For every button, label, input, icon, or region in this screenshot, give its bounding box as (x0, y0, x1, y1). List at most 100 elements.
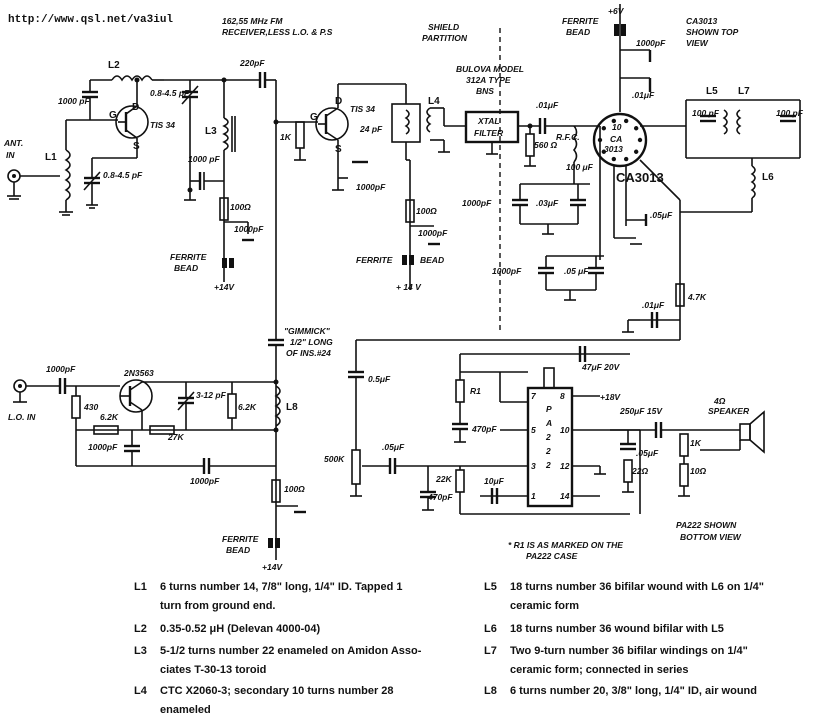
r-100-lo (271, 479, 281, 503)
pa222-pin-number: 7 (531, 391, 537, 401)
ca3013-pin (601, 126, 607, 131)
note-id: L1 (134, 581, 147, 593)
note-id: L2 (134, 623, 147, 635)
pa222-pin-number: 1 (531, 491, 536, 501)
pa222-chip-label: PA222 (545, 404, 552, 470)
ferrite-bead-1 (222, 258, 227, 268)
supply-14v-2: + 14 V (396, 282, 422, 292)
ca3013-pin (633, 126, 639, 131)
r-27k-label: 27K (167, 432, 184, 442)
c-1000pf-8: 1000pF (636, 38, 666, 48)
supply-14v-1: +14V (214, 282, 235, 292)
note-text: 18 turns number 36 wound bifilar with L5 (510, 623, 724, 635)
supply-14v-3: +14V (262, 562, 283, 572)
r-100-1 (219, 197, 229, 221)
tis34-2-g: G (310, 112, 318, 123)
source-url: http://www.qsl.net/va3iul (8, 14, 173, 26)
ferrite-1-b: BEAD (174, 263, 198, 273)
tis34-1-g: G (109, 110, 117, 121)
c-24pf: 24 pF (359, 124, 383, 134)
l7-coil (736, 109, 742, 135)
l7-label: L7 (738, 86, 750, 97)
note-id: L3 (134, 645, 147, 657)
r-1k-1-label: 1K (280, 132, 292, 142)
lo-in-label: L.O. IN (8, 412, 36, 422)
c-1000pf-lo1: 1000pF (46, 364, 76, 374)
ca3013-note-3: VIEW (686, 38, 709, 48)
l4-can (391, 103, 421, 143)
c-3-12: 3-12 pF (196, 390, 227, 400)
r-100-lo-label: 100Ω (284, 484, 305, 494)
pa222-note-1: PA222 SHOWN (676, 520, 737, 530)
c-1000pf-3: 1000pF (234, 224, 264, 234)
antenna-input: ANT. IN (3, 138, 23, 200)
pa222-letter: A (545, 418, 552, 428)
l8-label: L8 (286, 402, 298, 413)
r-10 (679, 463, 689, 487)
gimmick-2: 1/2" LONG (290, 337, 333, 347)
r-62k-2 (227, 393, 237, 419)
coil-notes: L1 6 turns number 14, 7/8" long, 1/4" ID.… (0, 572, 813, 716)
l5-label: L5 (706, 86, 718, 97)
pa222-pin-number: 12 (560, 461, 570, 471)
note-text: 6 turns number 14, 7/8" long, 1/4" ID. T… (160, 581, 403, 612)
note-id: L4 (134, 685, 147, 697)
ca3013-note-2: SHOWN TOP (686, 27, 739, 37)
r1-note-1: * R1 IS AS MARKED ON THE (508, 540, 623, 550)
pa222-note-2: BOTTOM VIEW (680, 532, 742, 542)
pa222-pin-number: 5 (531, 425, 536, 435)
ferrite-4-b: BEAD (226, 545, 250, 555)
speaker-icon (739, 423, 751, 441)
c-220pf: 220pF (239, 58, 265, 68)
tis34-2-label: TIS 34 (350, 104, 375, 114)
c-05uf-3: 0.5μF (368, 374, 391, 384)
pa222-letter: P (546, 404, 552, 414)
supply-18v: +18V (600, 392, 621, 402)
bulova-3: BNS (476, 86, 494, 96)
r-1k-2 (679, 433, 689, 457)
supply-6v: +6V (608, 6, 625, 16)
ferrite-4-a: FERRITE (222, 534, 259, 544)
l4-label: L4 (428, 96, 440, 107)
c-1000pf-2: 1000 pF (188, 154, 220, 164)
l8-coil (274, 385, 281, 427)
tis34-transistor-1 (115, 105, 149, 139)
c-01uf-2: .01μF (632, 90, 655, 100)
c-47uf: 47μF 20V (581, 362, 621, 372)
shield-label-2: PARTITION (422, 33, 468, 43)
c-1000pf-lo2: 1000pF (88, 442, 118, 452)
c-1000pf-6: 1000pF (462, 198, 492, 208)
c-05uf-4: .05μF (382, 442, 405, 452)
note-id: L5 (484, 581, 497, 593)
c-1000pf-lo3: 1000pF (190, 476, 220, 486)
r-22k-label: 22K (435, 474, 452, 484)
c-1000pf-5: 1000pF (418, 228, 448, 238)
xtal-2: FILTER (474, 128, 504, 138)
l3-label: L3 (205, 126, 217, 137)
ca3013-pin (611, 118, 617, 124)
r-22-label: 22Ω (631, 466, 648, 476)
note-id: L8 (484, 685, 497, 697)
gimmick-1: "GIMMICK" (284, 326, 331, 336)
r-27k (149, 425, 175, 435)
r1-note-2: PA222 CASE (526, 551, 578, 561)
r-100-2 (405, 199, 415, 223)
r-1k-1 (295, 121, 305, 149)
r-62k-2-label: 6.2K (238, 402, 257, 412)
c-05uf-5: .05μF (636, 448, 659, 458)
note-id: L7 (484, 645, 497, 657)
note-text: 5-1/2 turns number 22 enameled on Amidon… (160, 645, 422, 676)
r-560 (525, 133, 535, 157)
ca-inner-3: 3013 (604, 144, 623, 154)
rfc-label: R.F.C. (556, 132, 580, 142)
c-100pf-1: 100 pF (692, 108, 720, 118)
ant-label-1: ANT. (3, 138, 23, 148)
r-500k-pot (351, 449, 361, 485)
gimmick-3: OF INS.#24 (286, 348, 331, 358)
c-470pf-1: 470pF (427, 492, 453, 502)
l6-label: L6 (762, 172, 774, 183)
tis34-1-d: D (132, 102, 139, 113)
r-47k-label: 4.7K (687, 292, 707, 302)
note-text: 6 turns number 20, 3/8" long, 1/4" ID, a… (510, 685, 757, 697)
